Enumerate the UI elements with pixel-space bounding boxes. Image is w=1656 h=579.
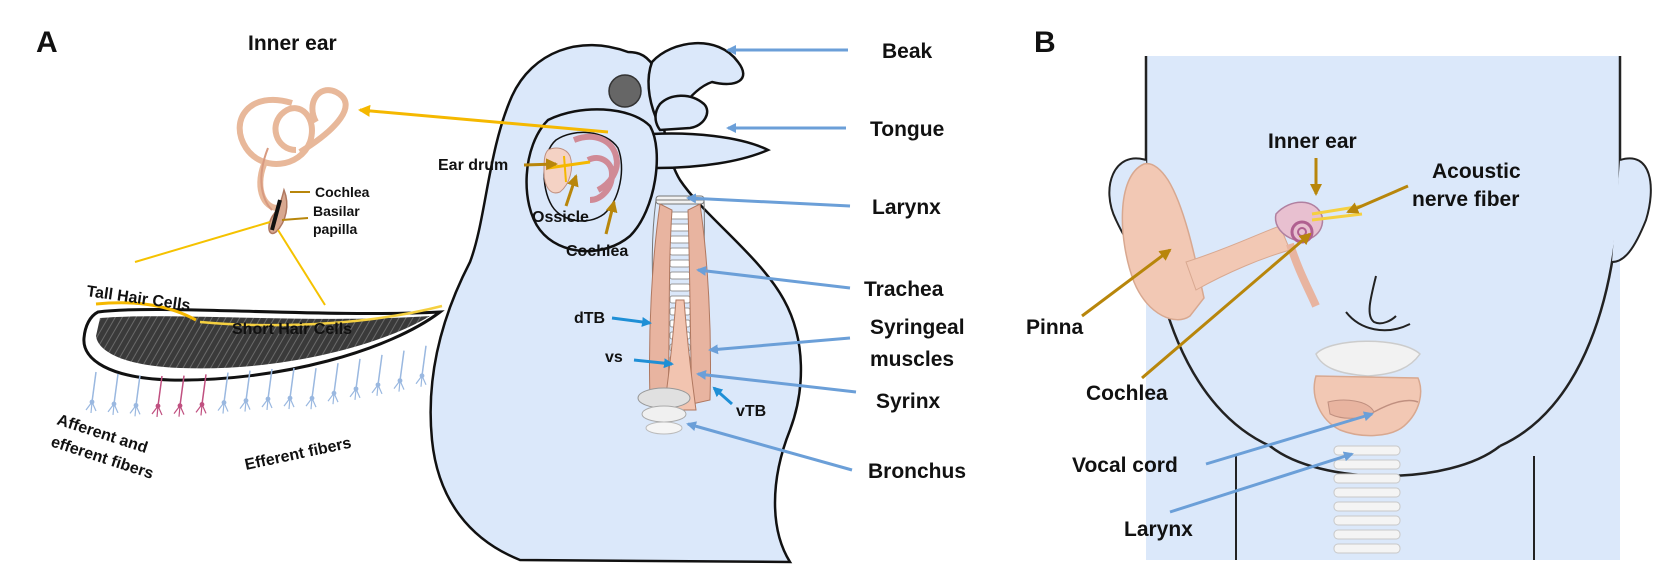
panel-b-letter: B bbox=[1034, 26, 1056, 59]
vtb-arrow bbox=[712, 386, 733, 406]
zoom-line-right bbox=[277, 229, 326, 306]
nerve-fiber bbox=[349, 358, 361, 400]
syringeal-arrow bbox=[708, 336, 851, 355]
trachea-arrow bbox=[696, 265, 851, 290]
vocal-cord-label: Vocal cord bbox=[1072, 454, 1178, 477]
pinna-arrow bbox=[1081, 248, 1172, 318]
basilar-label-1: Basilar bbox=[313, 203, 360, 219]
bird-eye bbox=[608, 74, 642, 108]
syringeal-label-1: Syringeal bbox=[870, 316, 965, 339]
nerve-fiber bbox=[107, 373, 119, 415]
acoustic-label-2: nerve fiber bbox=[1412, 188, 1519, 211]
trachea-ring bbox=[669, 223, 691, 232]
nerve-fiber bbox=[129, 375, 141, 417]
trachea-ring bbox=[669, 235, 691, 244]
nerve-fiber bbox=[151, 375, 163, 418]
hair-cell-diagram bbox=[82, 301, 445, 382]
vs-arrow bbox=[633, 358, 674, 369]
bird-cochlea-arrow bbox=[604, 200, 618, 235]
neck-ring bbox=[1333, 501, 1401, 512]
syrinx-label: Syrinx bbox=[876, 390, 941, 413]
neck-ring bbox=[1333, 487, 1401, 498]
neck-ring bbox=[1333, 473, 1401, 484]
bird-ear-inner-outline bbox=[543, 131, 623, 222]
short-hair-cells-label: Short Hair Cells bbox=[232, 321, 352, 338]
human-head-illustration bbox=[1108, 56, 1652, 560]
larynx-label: Larynx bbox=[872, 196, 941, 219]
nerve-fiber bbox=[195, 374, 207, 416]
nerve-fiber bbox=[261, 368, 273, 411]
trachea-ring bbox=[669, 259, 691, 268]
zoom-line-left bbox=[134, 221, 271, 263]
syrinx-arrow bbox=[696, 369, 857, 394]
efferent-fibers-label: Efferent fibers bbox=[243, 435, 353, 474]
basilar-label-2: papilla bbox=[313, 221, 358, 237]
neck-ring bbox=[1333, 445, 1401, 456]
ear-drum-label: Ear drum bbox=[438, 157, 508, 174]
trachea-ring bbox=[669, 271, 691, 280]
vs-label: vs bbox=[605, 349, 623, 366]
vtb-label: vTB bbox=[736, 403, 766, 420]
pinna-label: Pinna bbox=[1026, 316, 1083, 339]
acoustic-label-1: Acoustic bbox=[1432, 160, 1521, 183]
ossicle-arrow bbox=[564, 174, 579, 207]
neck-ring bbox=[1333, 459, 1401, 470]
nerve-fiber bbox=[173, 375, 185, 417]
tongue-label: Tongue bbox=[870, 118, 944, 141]
human-cochlea-label: Cochlea bbox=[1086, 382, 1168, 405]
larynx-arrow bbox=[686, 193, 851, 208]
trachea-ring bbox=[669, 283, 691, 292]
nerve-fiber bbox=[85, 371, 97, 414]
nerve-fiber bbox=[371, 354, 383, 396]
ossicle-label: Ossicle bbox=[532, 209, 589, 226]
human-cochlea-arrow bbox=[1141, 232, 1312, 380]
human-inner-ear-label: Inner ear bbox=[1268, 130, 1357, 153]
nerve-fibers bbox=[85, 345, 427, 418]
trachea-label: Trachea bbox=[864, 278, 944, 301]
human-larynx-label: Larynx bbox=[1124, 518, 1193, 541]
trachea-ring bbox=[669, 211, 691, 220]
ear-drum-arrow bbox=[523, 158, 558, 171]
nerve-fiber bbox=[393, 350, 405, 392]
bird-ear-region bbox=[525, 108, 659, 253]
syringeal-label-2: muscles bbox=[870, 348, 954, 371]
inner-ear-zoom-arrow bbox=[358, 104, 609, 134]
panel-a-letter: A bbox=[36, 26, 58, 59]
human-trachea-rings bbox=[1333, 445, 1401, 554]
bronchus-arrow bbox=[686, 421, 853, 472]
inner-ear-illustration bbox=[236, 87, 349, 235]
nerve-fiber bbox=[283, 367, 295, 410]
neck-ring bbox=[1333, 515, 1401, 526]
beak-label: Beak bbox=[882, 40, 933, 63]
nerve-fiber bbox=[305, 368, 317, 410]
acoustic-arrow bbox=[1346, 184, 1409, 214]
trachea-ring bbox=[669, 247, 691, 256]
vocal-cord-arrow bbox=[1205, 411, 1374, 466]
dtb-label: dTB bbox=[574, 310, 605, 327]
nerve-fiber bbox=[415, 345, 427, 387]
nerve-fiber bbox=[327, 363, 339, 405]
inner-ear-title: Inner ear bbox=[248, 32, 337, 55]
bird-tongue bbox=[654, 94, 709, 132]
bronchus-label: Bronchus bbox=[868, 460, 966, 483]
neck-ring bbox=[1333, 543, 1401, 554]
bird-body bbox=[429, 43, 803, 564]
neck-ring bbox=[1333, 529, 1401, 540]
bird-lower-beak bbox=[647, 132, 771, 170]
bird-cochlea-label: Cochlea bbox=[566, 243, 628, 260]
nerve-fiber bbox=[239, 370, 251, 412]
nerve-fiber bbox=[217, 372, 229, 414]
dtb-arrow bbox=[611, 316, 652, 327]
inner-ear-cochlea-label: Cochlea bbox=[315, 184, 370, 200]
basilar-pointer bbox=[281, 217, 309, 221]
trachea-syrinx-illustration bbox=[637, 195, 711, 435]
human-larynx-arrow bbox=[1169, 451, 1354, 514]
